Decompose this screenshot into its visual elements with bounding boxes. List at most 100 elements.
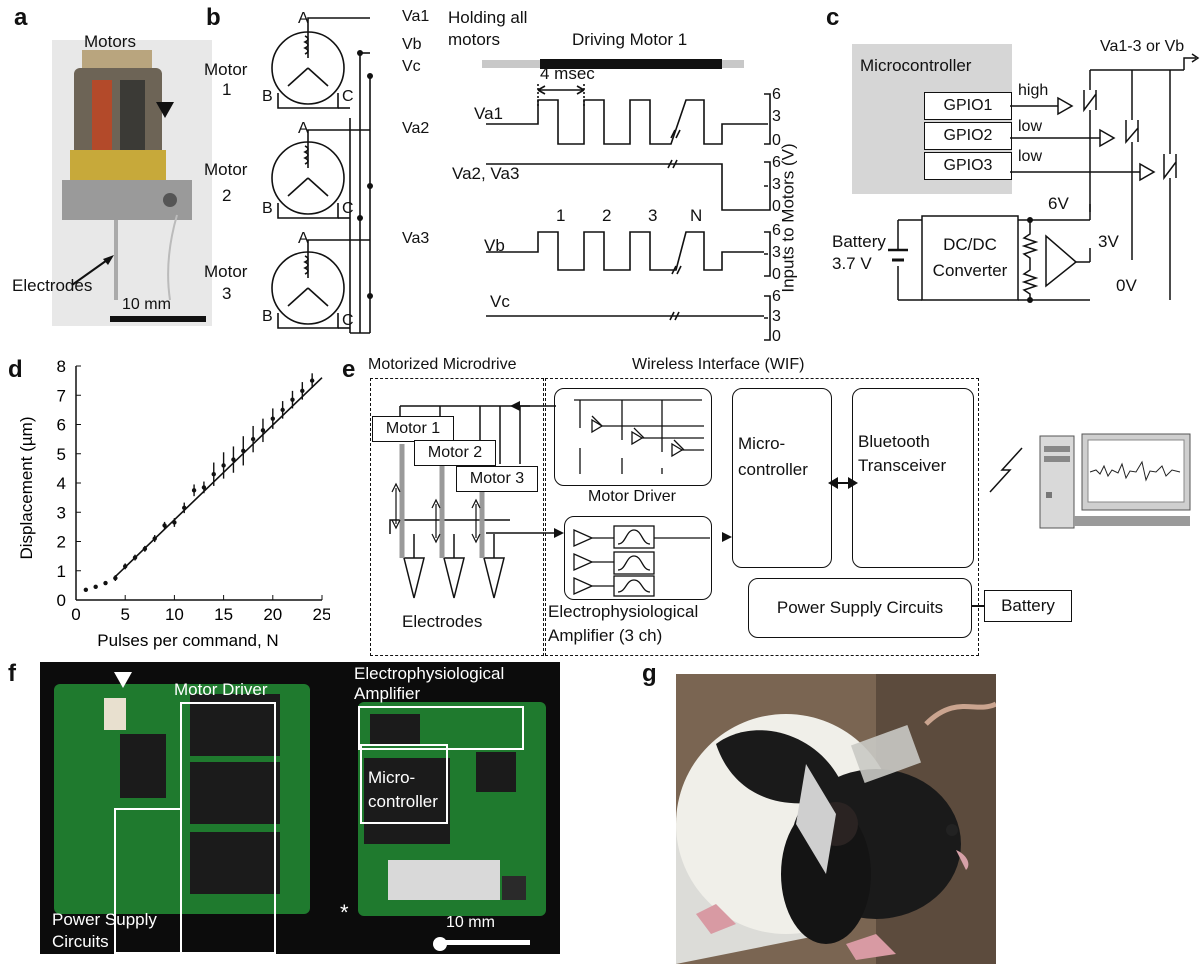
dcdc-label-line2: Converter bbox=[922, 262, 1018, 280]
motor-driver-label-f: Motor Driver bbox=[174, 680, 268, 700]
chart-x-tick-label: 20 bbox=[263, 605, 282, 624]
line-label-va2: Va2 bbox=[402, 120, 429, 138]
panel-letter-g: g bbox=[642, 660, 657, 688]
chart-data-point bbox=[310, 378, 314, 382]
holding-label-line1: Holding all bbox=[448, 8, 527, 28]
battery-connector-line bbox=[971, 605, 985, 607]
pulse-label-2: 2 bbox=[602, 206, 611, 226]
chart-data-point bbox=[162, 523, 166, 527]
arrowhead-marker bbox=[156, 100, 176, 120]
line-label-va3: Va3 bbox=[402, 230, 429, 248]
chart-data-point bbox=[153, 536, 157, 540]
motor2-box: Motor 2 bbox=[414, 440, 496, 466]
trace-label-vc: Vc bbox=[490, 292, 510, 312]
amplifier-schematic bbox=[564, 516, 710, 598]
computer-icon bbox=[984, 426, 1200, 536]
power-supply-box-e: Power Supply Circuits bbox=[748, 578, 972, 638]
amplifier-label-line2: Amplifier (3 ch) bbox=[548, 626, 662, 646]
gpio3-box: GPIO3 bbox=[924, 152, 1012, 180]
terminal-c-3: C bbox=[342, 312, 354, 330]
chart-fit-line bbox=[115, 378, 322, 577]
panel-letter-c: c bbox=[826, 4, 839, 32]
terminal-b-3: B bbox=[262, 308, 273, 326]
scale-label-f: 10 mm bbox=[446, 914, 495, 932]
motor-wiring bbox=[230, 8, 460, 348]
panel-letter-b: b bbox=[206, 4, 221, 32]
chart-data-point bbox=[113, 576, 117, 580]
chart-data-point bbox=[251, 437, 255, 441]
pulse-label-n: N bbox=[690, 206, 702, 226]
chart-x-tick-label: 5 bbox=[120, 605, 129, 624]
v6-label: 6V bbox=[1048, 194, 1069, 214]
chart-data-point bbox=[172, 520, 176, 524]
terminal-a-2: A bbox=[298, 120, 309, 138]
motor3-label-line2: 3 bbox=[222, 284, 231, 304]
chart-data-point bbox=[143, 547, 147, 551]
scale-bar-a bbox=[110, 316, 206, 322]
trace-label-va1: Va1 bbox=[474, 104, 503, 124]
chart-data-point bbox=[212, 472, 216, 476]
chart-data-point bbox=[192, 488, 196, 492]
microdrive-title: Motorized Microdrive bbox=[368, 356, 516, 374]
microcontroller-label-e-line1: Micro- bbox=[738, 434, 785, 454]
bluetooth-label-line1: Bluetooth bbox=[858, 432, 930, 452]
pulse-label-1: 1 bbox=[556, 206, 565, 226]
chart-x-tick-label: 0 bbox=[71, 605, 80, 624]
line-label-vc: Vc bbox=[402, 58, 421, 76]
tick-vc-3: 3 bbox=[772, 308, 781, 326]
motor1-label-line2: 1 bbox=[222, 80, 231, 100]
motor3-label-line1: Motor bbox=[204, 262, 247, 282]
bluetooth-box bbox=[852, 388, 974, 568]
chart-y-tick-label: 2 bbox=[57, 533, 66, 552]
trace-label-vb: Vb bbox=[484, 236, 505, 256]
motor-driver-label-e: Motor Driver bbox=[588, 488, 676, 506]
chart-data-point bbox=[103, 581, 107, 585]
power-outline bbox=[114, 808, 182, 954]
motor-driver-schematic bbox=[554, 388, 714, 484]
chart-data-point bbox=[133, 555, 137, 559]
chart-data-point bbox=[280, 408, 284, 412]
battery-box-e: Battery bbox=[984, 590, 1072, 622]
battery-label-c-line2: 3.7 V bbox=[832, 254, 872, 274]
chart-y-tick-label: 3 bbox=[57, 503, 66, 522]
driving-label: Driving Motor 1 bbox=[572, 30, 687, 50]
microcontroller-label-e-line2: controller bbox=[738, 460, 808, 480]
motor1-box: Motor 1 bbox=[372, 416, 454, 442]
v3-label: 3V bbox=[1098, 232, 1119, 252]
terminal-c-2: C bbox=[342, 200, 354, 218]
chart-data-point bbox=[182, 506, 186, 510]
holding-bar-left bbox=[482, 60, 540, 68]
electrodes-arrow bbox=[70, 250, 120, 290]
power-label-f-line2: Circuits bbox=[52, 932, 109, 952]
trace-label-va23: Va2, Va3 bbox=[452, 164, 519, 184]
chart-y-tick-label: 4 bbox=[57, 474, 66, 493]
panel-letter-f: f bbox=[8, 660, 16, 688]
amp-label-f-line1: Electrophysiological bbox=[354, 664, 504, 684]
chart-y-tick-label: 0 bbox=[57, 591, 66, 610]
driver-arrow bbox=[510, 398, 560, 414]
chart-data-point bbox=[84, 588, 88, 592]
microdrive-diagram bbox=[370, 378, 550, 618]
battery-label-c-line1: Battery bbox=[832, 232, 886, 252]
terminal-a-3: A bbox=[298, 230, 309, 248]
motor3-box: Motor 3 bbox=[456, 466, 538, 492]
chart-xlabel: Pulses per command, N bbox=[97, 631, 278, 650]
motor1-label-line1: Motor bbox=[204, 60, 247, 80]
chart-x-tick-label: 15 bbox=[214, 605, 233, 624]
electrodes-label-e: Electrodes bbox=[402, 612, 482, 632]
chart-data-point bbox=[123, 564, 127, 568]
microcontroller-label-c: Microcontroller bbox=[860, 56, 971, 76]
panel-letter-e: e bbox=[342, 356, 355, 384]
mcu-label-f-line2: controller bbox=[368, 792, 438, 812]
motor2-label-line2: 2 bbox=[222, 186, 231, 206]
terminal-a-1: A bbox=[298, 10, 309, 28]
chart-data-point bbox=[241, 449, 245, 453]
panel-letter-a: a bbox=[14, 4, 27, 32]
wif-title: Wireless Interface (WIF) bbox=[632, 356, 804, 374]
chart-data-point bbox=[261, 428, 265, 432]
bluetooth-label-line2: Transceiver bbox=[858, 456, 946, 476]
motor2-label-line1: Motor bbox=[204, 160, 247, 180]
amplifier-label-line1: Electrophysiological bbox=[548, 602, 698, 622]
chart-ylabel: Displacement (µm) bbox=[17, 417, 36, 560]
